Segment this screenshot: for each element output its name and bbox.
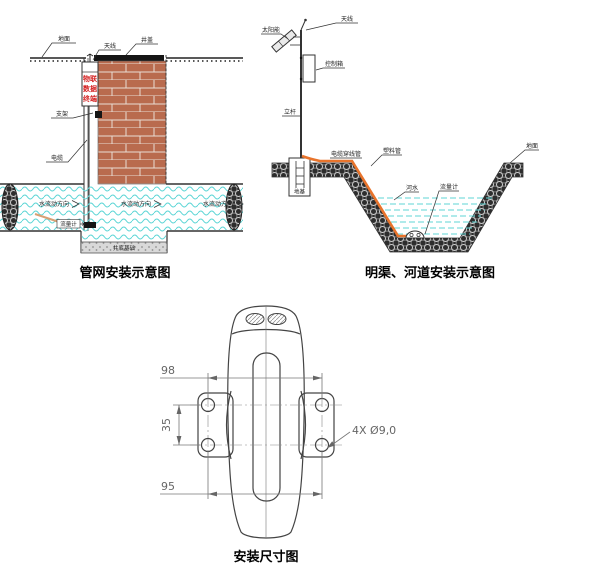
clamp-arc-right [300,390,307,460]
water-area [0,186,243,230]
flow-arrow-icon [71,200,80,208]
cable-callout: 电缆 [46,139,88,163]
cable-conduit-line [301,154,410,238]
antenna-label: 天线 [104,42,116,50]
well-bottom-label: 井底基础 [113,244,136,252]
river-water-callout: 河水 [393,184,419,201]
flow-meter-label: 流量计 [60,220,77,228]
manhole-cover-callout: 井盖 [125,36,158,56]
solar-label: 太阳能 [262,26,280,34]
antenna-label-right: 天线 [341,15,353,23]
brick-wall [97,60,167,185]
control-box-label: 控制箱 [325,60,343,68]
dimension-35: 35 [160,404,200,446]
flow-direction-1: 水流动方向 [39,200,80,208]
flow-direction-3: 水流动方向 [203,200,244,208]
pipe-network-title: 管网安装示意图 [79,265,170,281]
manhole-cover [94,55,164,61]
pipe-end-right [225,183,243,231]
flow-arrow-icon [235,200,244,208]
flow-meter-label-right: 流量计 [440,183,458,191]
hole-spec-text: 4X Ø9,0 [352,424,396,437]
flow-direction-text: 水流动方向 [121,200,151,208]
solar-callout: 太阳能 [261,26,289,40]
ground-label-right: 地面 [526,142,538,150]
bracket-block [95,111,102,118]
cable-label: 电缆 [51,154,63,162]
clamp-arc-left [225,390,232,460]
antenna-icon [300,18,307,31]
open-channel-diagram: 地基 地基 天线 [261,15,539,281]
manhole-cover-label: 井盖 [141,36,153,44]
flow-direction-text: 水流动方向 [203,200,233,208]
dimensions-title: 安装尺寸图 [233,549,298,565]
center-slot [252,352,281,502]
pipe-end-left [1,183,19,231]
ground-label: 地面 [58,35,70,43]
dimension-95: 95 [160,451,323,499]
top-port-right [267,313,287,325]
dimension-98: 98 [160,364,323,399]
open-channel-title: 明渠、河道安装示意图 [365,265,495,281]
pipe-network-diagram: 物联 数据 终端 井底基础 水流动方向 水流动方向 [0,35,244,281]
ground-callout: 地面 [41,35,76,58]
foundation-label-2: 地基 [294,188,306,196]
control-box-callout: 控制箱 [315,60,345,71]
dim-35-text: 35 [160,418,173,432]
ground-callout-right: 地面 [509,142,539,164]
channel-flow-sensor [405,230,425,239]
dimension-drawing: 98 95 35 4X Ø9,0 安装尺寸图 [160,305,396,565]
channel-outline [0,183,243,253]
flow-direction-2: 水流动方向 [121,200,162,208]
foundation-overlay [288,157,311,197]
conduit-label: 电缆穿线管 [331,150,361,158]
plastic-pipe-callout: 塑料管 [370,147,402,167]
pole-label: 立杆 [284,108,296,116]
hole-centerlines [190,395,342,455]
flow-arrow-icon [153,200,162,208]
river-water-label: 河水 [406,184,418,192]
conduit-callout: 电缆穿线管 [330,150,362,159]
dim-95-text: 95 [161,480,175,493]
terminal-text-3: 终端 [83,94,97,103]
sump-water [82,230,166,242]
pole-callout: 立杆 [282,108,301,117]
well-bottom-strip [80,241,168,254]
mount-bracket-right [298,392,335,458]
bracket-callout: 支架 [51,110,94,119]
flow-direction-text: 水流动方向 [39,200,69,208]
flow-sensor [84,222,96,228]
terminal-text-1: 物联 [83,74,98,83]
bracket-label: 支架 [56,110,68,118]
control-box [299,54,316,83]
top-port-left [245,313,265,325]
terminal-text-2: 数据 [83,84,97,93]
ground-line [30,57,243,62]
flow-meter-callout-right: 流量计 [424,183,459,235]
mount-bracket-left [197,392,234,458]
iot-terminal-device: 物联 数据 终端 [81,53,99,107]
antenna-callout-right: 天线 [305,15,358,31]
hole-spec-callout: 4X Ø9,0 [327,424,396,448]
dim-98-text: 98 [161,364,175,377]
flow-meter-callout: 流量计 [56,219,86,229]
plastic-pipe-label: 塑料管 [383,147,401,155]
antenna-callout: 天线 [92,42,121,61]
